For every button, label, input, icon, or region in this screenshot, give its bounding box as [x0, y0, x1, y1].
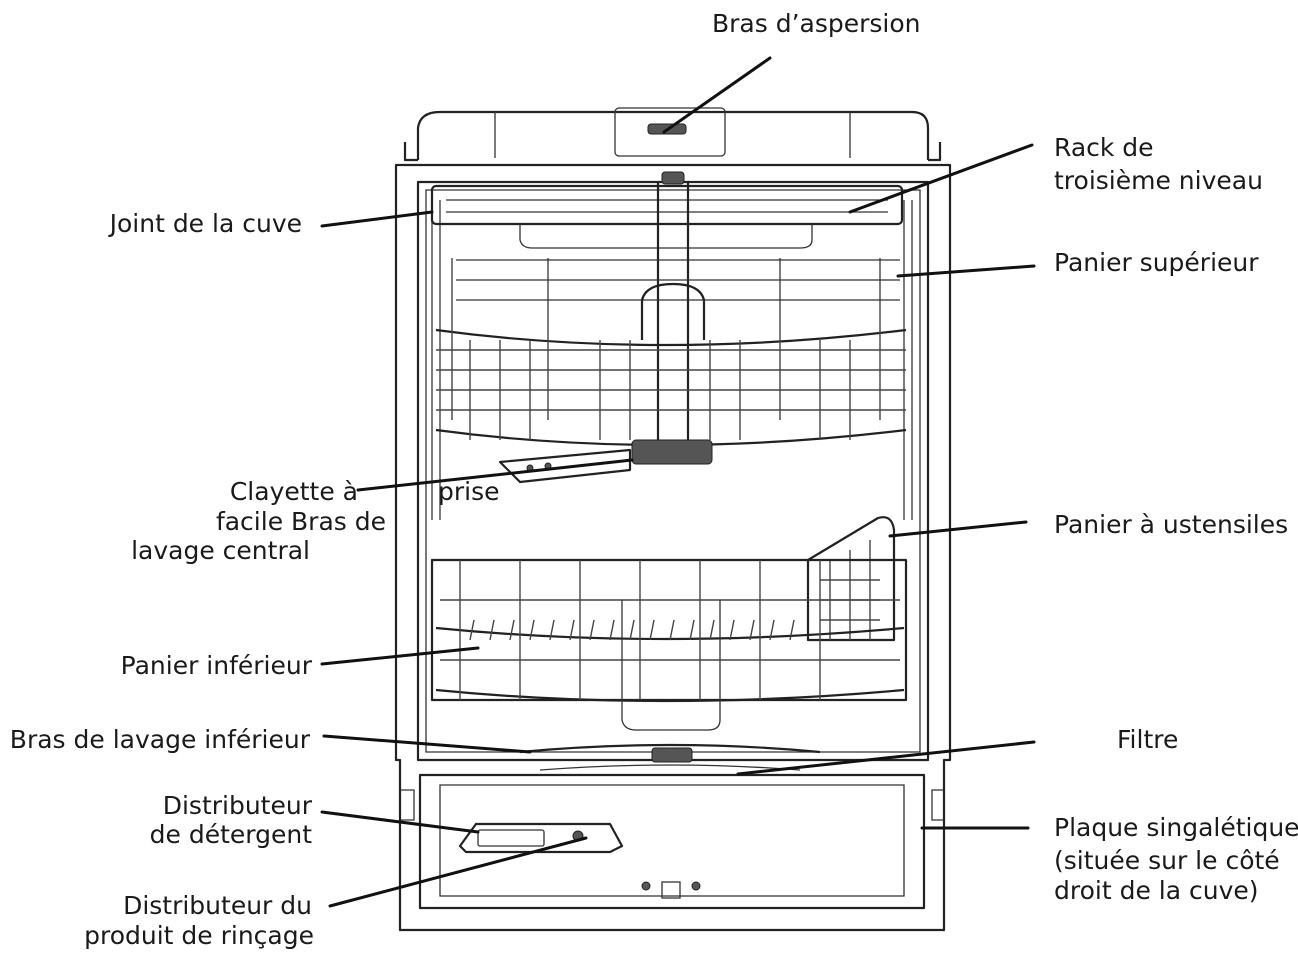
label-spray-arm: Bras d’aspersion [712, 9, 921, 38]
leader-lower-rack [320, 646, 480, 666]
label-detergent-line1: Distributeur [163, 791, 313, 820]
labels: Bras d’aspersion Rack de troisième nivea… [10, 9, 1298, 950]
label-tub-gasket: Joint de la cuve [108, 209, 302, 238]
label-lower-rack: Panier inférieur [121, 651, 313, 680]
label-detergent-line2: de détergent [150, 820, 313, 849]
label-rating-plate-line3: droit de la cuve) [1054, 876, 1259, 905]
leader-detergent [320, 810, 480, 834]
leader-shelf [356, 458, 634, 492]
label-upper-rack: Panier supérieur [1054, 248, 1259, 277]
label-shelf-line3: lavage central [131, 536, 310, 565]
leader-spray-arm [662, 56, 772, 134]
lower-rack-drawing [430, 558, 908, 731]
leader-tub-gasket [320, 210, 434, 228]
utensil-basket-drawing [806, 516, 896, 642]
label-shelf-line1b: prise [438, 477, 500, 506]
leader-rinse-aid [328, 836, 588, 908]
label-lower-wash-arm: Bras de lavage inférieur [10, 725, 311, 754]
label-rating-plate-line2: (située sur le côté [1054, 846, 1280, 875]
leader-upper-rack [896, 264, 1036, 278]
label-utensil-basket: Panier à ustensiles [1054, 510, 1288, 539]
dishwasher-illustration [394, 107, 952, 932]
label-third-rack-line2: troisième niveau [1054, 166, 1263, 195]
label-third-rack-line1: Rack de [1054, 133, 1154, 162]
leader-lower-arm [322, 734, 532, 754]
label-shelf-line2: facile Bras de [216, 507, 386, 536]
label-filter: Filtre [1117, 725, 1178, 754]
leader-filter [736, 740, 1036, 776]
label-rinse-aid-line2: produit de rinçage [84, 921, 314, 950]
upper-rack-drawing [435, 258, 907, 465]
leader-third-rack [848, 143, 1034, 214]
leader-lines [320, 56, 1036, 908]
label-shelf-line1: Clayette à [230, 477, 358, 506]
leader-utensil-basket [888, 520, 1028, 538]
label-rinse-aid-line1: Distributeur du [123, 891, 312, 920]
label-rating-plate-line1: Plaque singalétique [1054, 813, 1298, 842]
